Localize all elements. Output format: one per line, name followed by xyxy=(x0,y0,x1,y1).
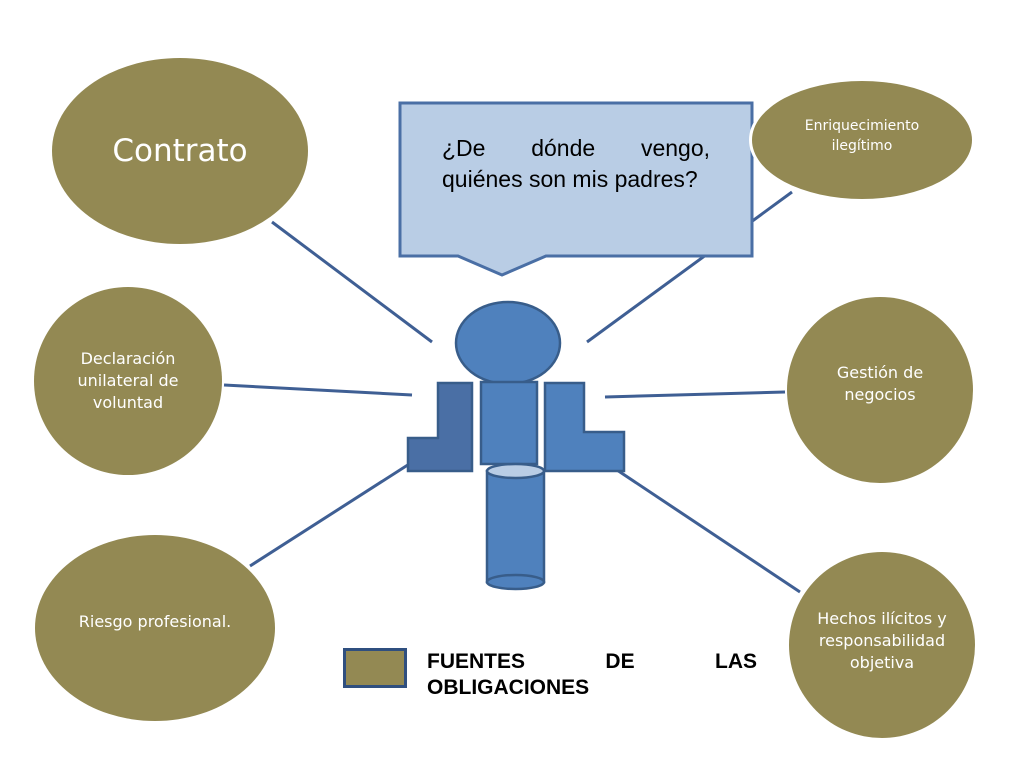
node-declaracion-label: Declaración unilateral de voluntad xyxy=(77,349,179,412)
figure-legs-bottom xyxy=(485,573,546,591)
node-enriquecimiento-ilegitimo: Enriquecimiento ilegítimo xyxy=(749,78,975,202)
node-riesgo-label: Riesgo profesional. xyxy=(78,612,232,631)
connector-declaracion xyxy=(223,383,413,397)
legend-swatch xyxy=(343,648,407,688)
figure-legs-top xyxy=(485,462,546,480)
node-riesgo-profesional: Riesgo profesional. xyxy=(35,535,275,721)
figure-legs xyxy=(485,469,546,584)
node-contrato-label: Contrato xyxy=(112,133,248,169)
callout-question: ¿De dónde vengo, quiénes son mis padres? xyxy=(442,135,710,192)
node-gestion-label: Gestión de negocios xyxy=(836,363,924,404)
person-figure-icon xyxy=(406,300,626,591)
connector-contrato xyxy=(271,220,433,344)
node-gestion-de-negocios: Gestión de negocios xyxy=(787,297,973,483)
connector-enriquecimiento xyxy=(586,190,793,344)
legend-label: FUENTES DE LAS OBLIGACIONES xyxy=(427,650,757,699)
figure-head xyxy=(454,300,562,386)
node-hechos-ilicitos: Hechos ilícitos y responsabilidad objeti… xyxy=(789,552,975,738)
connector-gestion xyxy=(604,390,786,399)
node-hechos-label: Hechos ilícitos y responsabilidad objeti… xyxy=(817,609,947,672)
node-declaracion-unilateral: Declaración unilateral de voluntad xyxy=(34,287,222,475)
connector-riesgo xyxy=(249,450,429,568)
figure-left-arm xyxy=(406,381,474,473)
node-enriquecimiento-label: Enriquecimiento ilegítimo xyxy=(804,118,920,154)
node-contrato: Contrato xyxy=(52,58,308,244)
figure-torso xyxy=(479,380,539,466)
connector-hechos xyxy=(589,450,801,594)
